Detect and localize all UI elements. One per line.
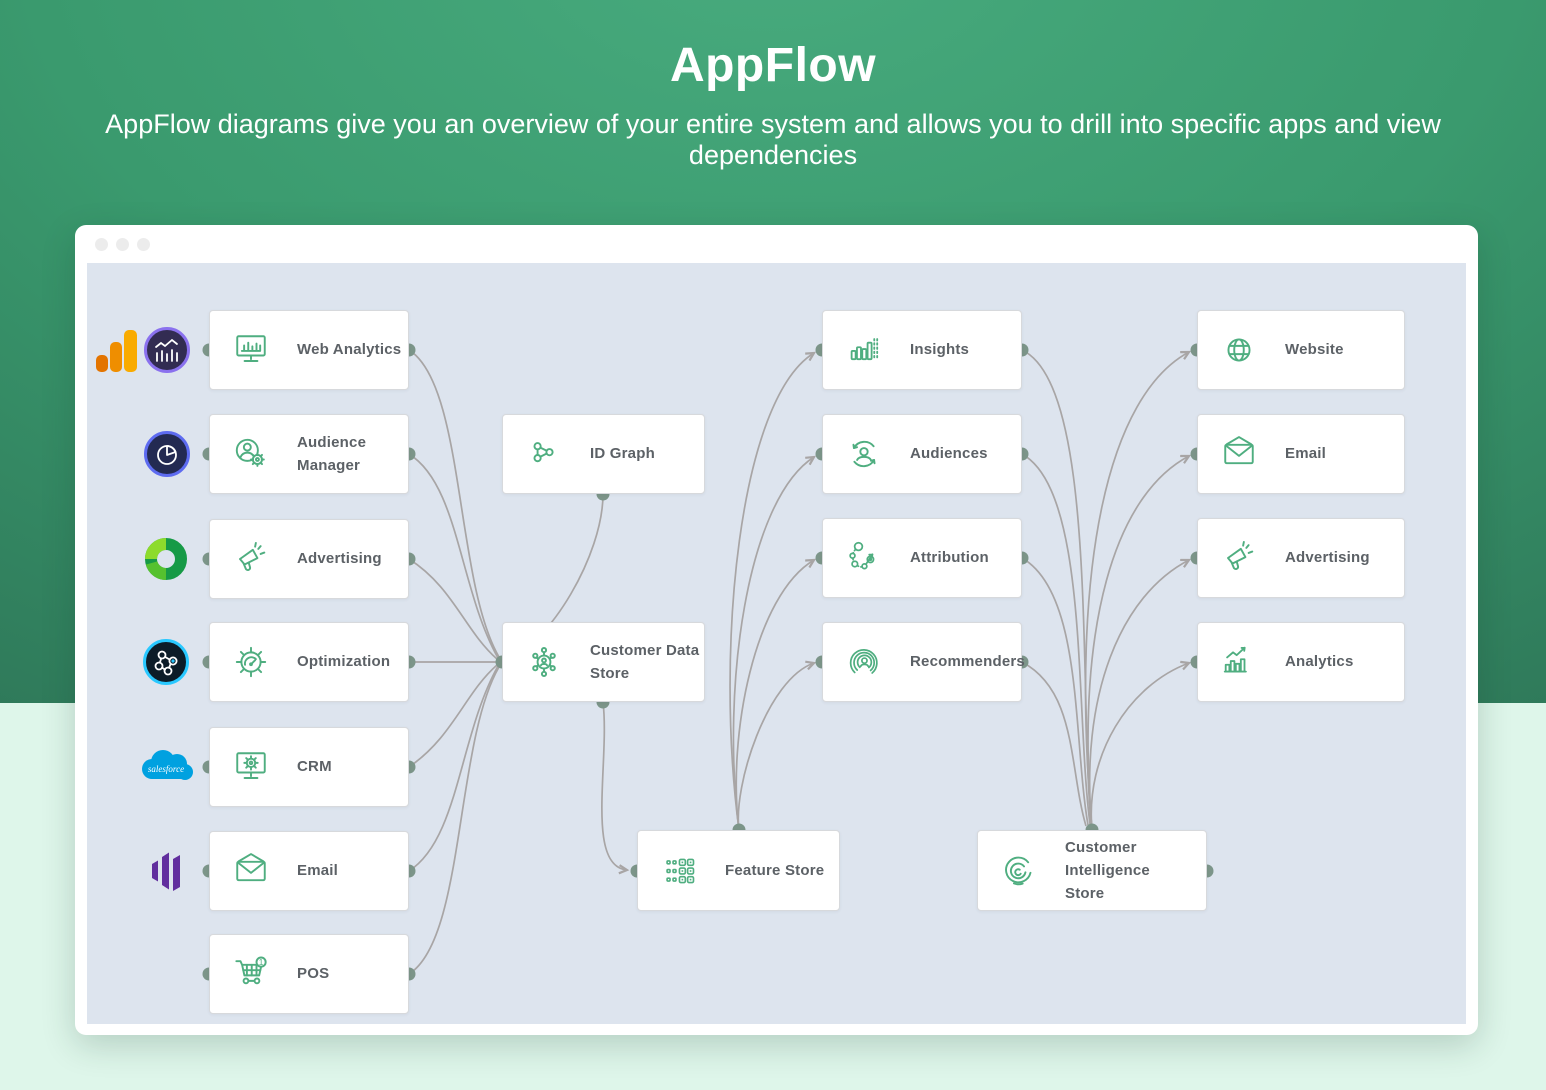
node-label: Customer Intelligence Store — [1065, 838, 1150, 903]
dotted-path-icon — [842, 536, 886, 580]
node-web-analytics[interactable]: Web Analytics — [209, 310, 409, 390]
node-email-source[interactable]: Email — [209, 831, 409, 911]
bar-trend-icon — [1217, 640, 1261, 684]
node-label: Feature Store — [725, 861, 825, 879]
triangle-graph-icon — [522, 432, 566, 476]
node-label: Email — [1285, 445, 1327, 463]
node-optimization[interactable]: Optimization — [209, 622, 409, 702]
node-customer-data-store[interactable]: Customer Data Store — [502, 622, 705, 702]
node-crm[interactable]: CRM — [209, 727, 409, 807]
node-label: ID Graph — [590, 445, 655, 463]
megaphone-icon — [1217, 536, 1261, 580]
node-label: Advertising — [297, 550, 382, 568]
node-pos[interactable]: 1 POS — [209, 934, 409, 1014]
connector-wires — [202, 343, 1214, 981]
node-label: Customer Data Store — [590, 641, 700, 682]
node-label: POS — [297, 965, 330, 983]
page-title: AppFlow — [669, 39, 877, 92]
bar-chart-dotted-icon — [842, 328, 886, 372]
window-titlebar — [75, 225, 1478, 263]
gear-gauge-icon — [229, 640, 273, 684]
globe-icon — [1217, 328, 1261, 372]
concentric-arcs-icon — [997, 849, 1041, 893]
node-insights[interactable]: Insights — [822, 310, 1022, 390]
node-label: Advertising — [1285, 549, 1370, 567]
node-label: Web Analytics — [297, 341, 402, 359]
node-label: Recommenders — [910, 653, 1025, 671]
adobe-analytics-logo — [144, 327, 190, 373]
node-audience-manager[interactable]: Audience Manager — [209, 414, 409, 494]
node-label: Website — [1285, 341, 1344, 359]
grid-squares-icon — [657, 849, 701, 893]
node-label: Insights — [910, 341, 970, 359]
svg-text:salesforce: salesforce — [148, 764, 184, 774]
page-subtitle: AppFlow diagrams give you an overview of… — [105, 109, 1441, 170]
person-hub-icon — [522, 640, 566, 684]
node-advertising-channel[interactable]: Advertising — [1197, 518, 1405, 598]
window-control-dot — [95, 237, 108, 251]
hero-header: AppFlow AppFlow diagrams give you an ove… — [0, 0, 1546, 171]
node-email-channel[interactable]: Email — [1197, 414, 1405, 494]
google-analytics-logo — [93, 327, 141, 375]
green-swirl-logo — [142, 535, 190, 583]
node-customer-intelligence-store[interactable]: Customer Intelligence Store — [977, 830, 1207, 911]
node-feature-store[interactable]: Feature Store — [637, 830, 840, 911]
adobe-audience-manager-logo — [144, 431, 190, 477]
person-arcs-icon — [842, 640, 886, 684]
node-label: Analytics — [1285, 653, 1354, 671]
marketo-logo — [146, 847, 186, 895]
node-recommenders[interactable]: Recommenders — [822, 622, 1025, 702]
node-audiences[interactable]: Audiences — [822, 414, 1022, 494]
node-label: Email — [297, 862, 339, 880]
svg-text:1: 1 — [259, 958, 264, 967]
shopping-cart-icon: 1 — [229, 952, 273, 996]
node-id-graph[interactable]: ID Graph — [502, 414, 705, 494]
node-label: Audiences — [910, 445, 988, 463]
window-control-dot — [116, 237, 129, 251]
monitor-chart-icon — [229, 328, 273, 372]
optimizely-logo — [143, 639, 189, 685]
person-gear-icon — [229, 432, 273, 476]
megaphone-icon — [229, 537, 273, 581]
diagram-canvas: salesforce Web Analytics — [87, 263, 1466, 1024]
node-label: Attribution — [910, 549, 989, 567]
salesforce-logo: salesforce — [137, 747, 195, 787]
person-sync-icon — [842, 432, 886, 476]
node-label: Audience Manager — [297, 433, 367, 474]
node-analytics[interactable]: Analytics — [1197, 622, 1405, 702]
node-advertising[interactable]: Advertising — [209, 519, 409, 599]
node-website[interactable]: Website — [1197, 310, 1405, 390]
node-attribution[interactable]: Attribution — [822, 518, 1022, 598]
node-label: Optimization — [297, 653, 391, 671]
browser-window: salesforce Web Analytics — [75, 225, 1478, 1035]
node-label: CRM — [297, 758, 332, 776]
envelope-icon — [229, 849, 273, 893]
window-control-dot — [137, 237, 150, 251]
monitor-gear-icon — [229, 745, 273, 789]
envelope-icon — [1217, 432, 1261, 476]
